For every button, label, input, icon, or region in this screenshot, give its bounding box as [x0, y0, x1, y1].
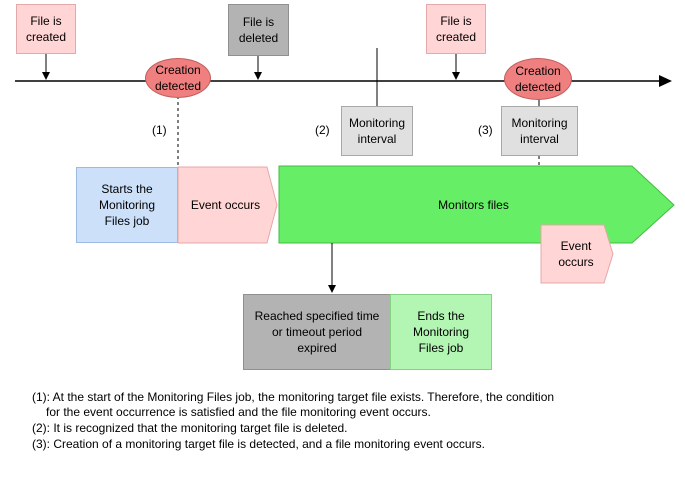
event-occurs-1-box: Event occurs	[178, 167, 273, 243]
event-occurs-2-label: Event occurs	[558, 239, 594, 269]
file-created-label-2: File is created	[435, 14, 477, 44]
monitoring-interval-label-2: Monitoring interval	[511, 116, 568, 146]
creation-detected-ellipse-1: Creation detected	[145, 58, 211, 98]
creation-detected-ellipse-2: Creation detected	[504, 58, 572, 100]
marker-2: (2)	[315, 123, 330, 137]
timeout-label: Reached specified time or timeout period…	[254, 309, 380, 355]
file-deleted-box: File is deleted	[228, 4, 289, 56]
creation-detected-label-1: Creation detected	[154, 63, 202, 93]
event-occurs-2-box: Event occurs	[541, 225, 611, 283]
monitors-files-box: Monitors files	[279, 166, 674, 243]
event-occurs-2-shape	[540, 224, 614, 284]
timeline-arrowhead	[659, 75, 672, 87]
start-job-box: Starts the Monitoring Files job	[76, 167, 178, 243]
creation-detected-label-2: Creation detected	[514, 64, 562, 94]
start-job-label: Starts the Monitoring Files job	[98, 182, 156, 228]
arrow-head-to-timeout	[328, 285, 336, 293]
timeout-box: Reached specified time or timeout period…	[243, 294, 391, 370]
note-3: (3): Creation of a monitoring target fil…	[32, 437, 485, 451]
file-created-box-2: File is created	[426, 4, 486, 54]
event-occurs-1-shape	[177, 166, 278, 244]
file-created-box-1: File is created	[16, 4, 76, 54]
monitors-files-shape	[278, 165, 675, 244]
monitoring-interval-label-1: Monitoring interval	[348, 116, 406, 146]
file-deleted-label: File is deleted	[238, 15, 279, 45]
marker-1: (1)	[152, 123, 167, 137]
note-2: (2): It is recognized that the monitorin…	[32, 421, 348, 435]
pointer-head-file-created-2	[452, 72, 460, 80]
file-created-label-1: File is created	[25, 14, 67, 44]
end-job-label: Ends the Monitoring Files job	[412, 309, 470, 355]
monitors-files-label: Monitors files	[438, 197, 509, 212]
note-1-continued: for the event occurrence is satisfied an…	[46, 405, 431, 419]
event-occurs-1-label: Event occurs	[190, 198, 261, 212]
marker-3: (3)	[478, 123, 493, 137]
monitoring-interval-box-1: Monitoring interval	[341, 106, 413, 156]
note-1: (1): At the start of the Monitoring File…	[32, 390, 555, 404]
end-job-box: Ends the Monitoring Files job	[390, 294, 492, 370]
monitoring-interval-box-2: Monitoring interval	[501, 106, 578, 156]
pointer-head-file-created-1	[42, 72, 50, 80]
pointer-head-file-deleted	[254, 72, 262, 80]
